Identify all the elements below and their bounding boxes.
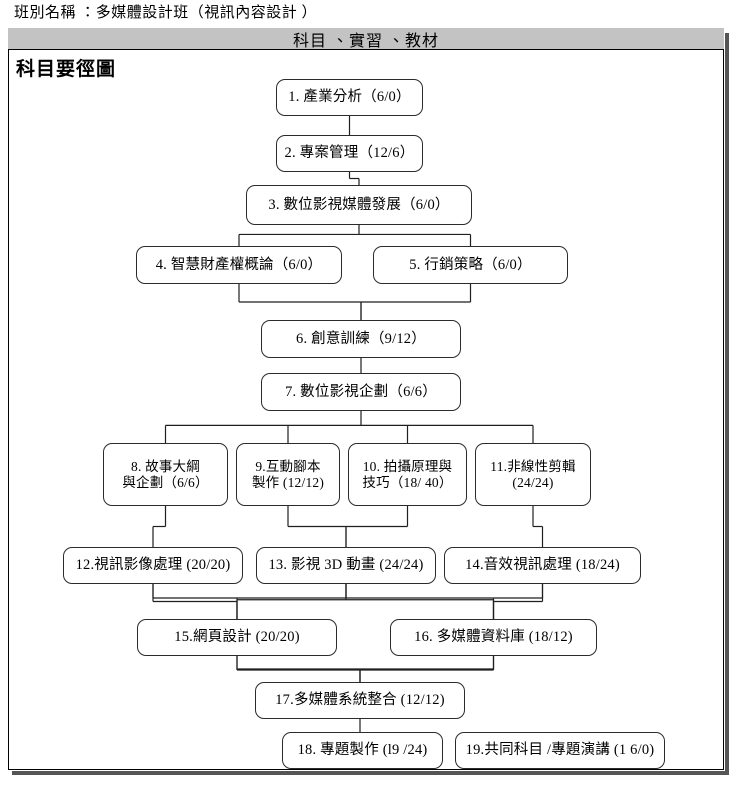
flow-node-18[interactable]: 18. 專題製作 (l9 /24) [282,732,443,769]
section-header-label: 科目 、實習 、教材 [292,32,439,50]
class-name-caption: 班別名稱 ：多媒體設計班（視訊內容設計 ） [14,5,318,21]
flow-node-11[interactable]: 11.非線性剪輯 (24/24) [475,443,591,506]
flow-node-label: 11.非線性剪輯 (24/24) [490,458,576,490]
flow-node-10[interactable]: 10. 拍攝原理與 技巧（18/ 40） [348,443,467,506]
page-title: 科目要徑圖 [16,59,117,80]
flow-node-label: 5. 行銷策略（6/0） [409,256,532,273]
flow-node-label: 15.網頁設計 (20/20) [174,629,300,645]
flow-node-label: 14.音效視訊處理 (18/24) [465,557,620,573]
flow-node-1[interactable]: 1. 產業分析（6/0） [276,79,423,116]
flow-node-label: 8. 故事大綱 與企劃（6/6） [122,458,209,490]
flow-node-label: 19.共同科目 /專題演講 (1 6/0) [465,742,655,758]
flow-node-12[interactable]: 12.視訊影像處理 (20/20) [63,547,243,584]
flow-node-13[interactable]: 13. 影視 3D 動畫 (24/24) [256,547,436,584]
flow-node-14[interactable]: 14.音效視訊處理 (18/24) [444,547,641,584]
flow-node-label: 3. 數位影視媒體發展（6/0） [268,196,450,213]
flow-node-16[interactable]: 16. 多媒體資料庫 (18/12) [390,619,597,656]
flow-node-4[interactable]: 4. 智慧財產權概論（6/0） [136,246,342,284]
frame-shadow-right [725,33,729,775]
flow-node-label: 2. 專案管理（12/6） [284,145,415,161]
flow-node-19[interactable]: 19.共同科目 /專題演講 (1 6/0) [455,732,665,769]
flow-node-label: 10. 拍攝原理與 技巧（18/ 40） [362,458,453,490]
section-header-band: 科目 、實習 、教材 [8,28,724,50]
flow-node-8[interactable]: 8. 故事大綱 與企劃（6/6） [103,443,228,506]
flow-node-3[interactable]: 3. 數位影視媒體發展（6/0） [246,185,472,225]
flow-node-17[interactable]: 17.多媒體系統整合 (12/12) [255,682,465,719]
flow-node-label: 18. 專題製作 (l9 /24) [297,742,428,758]
frame-shadow-bottom [12,771,729,775]
flow-node-label: 6. 創意訓練（9/12） [296,330,426,347]
flow-node-label: 16. 多媒體資料庫 (18/12) [414,629,573,645]
flow-node-label: 7. 數位影視企劃（6/6） [285,383,437,400]
flow-node-label: 9.互動腳本 製作 (12/12) [251,458,325,490]
flow-node-2[interactable]: 2. 專案管理（12/6） [276,135,423,172]
flow-node-5[interactable]: 5. 行銷策略（6/0） [373,246,568,284]
flow-node-label: 13. 影視 3D 動畫 (24/24) [268,557,424,573]
flow-node-15[interactable]: 15.網頁設計 (20/20) [137,619,337,656]
flow-node-label: 12.視訊影像處理 (20/20) [75,557,231,573]
flow-node-7[interactable]: 7. 數位影視企劃（6/6） [261,373,461,411]
flow-node-6[interactable]: 6. 創意訓練（9/12） [261,320,461,358]
flow-node-label: 1. 產業分析（6/0） [288,89,411,105]
flow-node-label: 4. 智慧財產權概論（6/0） [155,256,323,273]
flow-node-label: 17.多媒體系統整合 (12/12) [275,692,445,708]
flow-node-9[interactable]: 9.互動腳本 製作 (12/12) [236,443,340,506]
